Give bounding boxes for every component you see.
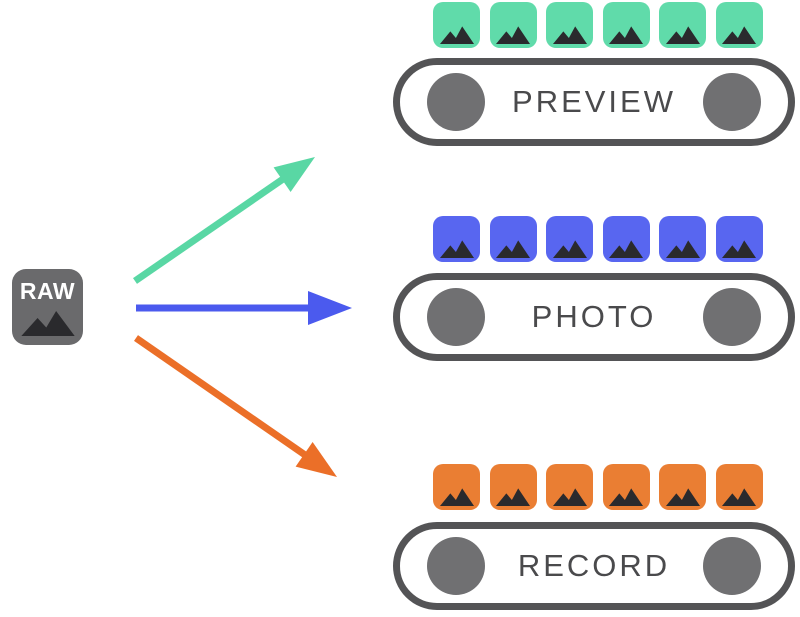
mountain-icon	[20, 311, 75, 336]
record-label: RECORD	[517, 548, 671, 583]
mountain-icon	[665, 488, 700, 506]
mountain-icon	[665, 26, 700, 44]
mountain-icon	[552, 240, 587, 258]
mountain-icon	[552, 26, 587, 44]
frame-icon	[546, 464, 594, 510]
pill-circle-left	[427, 73, 485, 131]
frame-icon	[489, 464, 537, 510]
frame-icon	[489, 216, 537, 262]
photo-frame-row	[433, 216, 763, 262]
mountain-icon	[665, 240, 700, 258]
frame-icon	[546, 216, 594, 262]
frame-icon	[715, 2, 763, 48]
mountain-icon	[439, 488, 474, 506]
preview-pill: PREVIEW	[393, 58, 795, 146]
frame-icon	[433, 464, 480, 510]
frame-icon	[602, 464, 650, 510]
mountain-icon	[722, 26, 757, 44]
frame-icon	[433, 2, 480, 48]
mountain-icon	[722, 488, 757, 506]
mountain-icon	[496, 488, 531, 506]
frame-icon	[715, 464, 763, 510]
arrow-to-photo-icon	[136, 291, 352, 325]
mountain-icon	[496, 240, 531, 258]
frame-icon	[659, 464, 707, 510]
photo-label: PHOTO	[531, 299, 657, 334]
frame-icon	[433, 216, 480, 262]
mountain-icon	[609, 26, 644, 44]
mountain-icon	[609, 240, 644, 258]
arrow-to-record-icon	[134, 335, 337, 477]
preview-frame-row	[433, 2, 763, 48]
frame-icon	[546, 2, 594, 48]
pill-circle-left	[427, 537, 485, 595]
record-frame-row	[433, 464, 763, 510]
frame-icon	[659, 2, 707, 48]
pill-circle-right	[702, 288, 761, 346]
frame-icon	[659, 216, 707, 262]
mountain-icon	[552, 488, 587, 506]
frame-icon	[489, 2, 537, 48]
raw-source-node: RAW	[12, 269, 83, 345]
mountain-icon	[496, 26, 531, 44]
mountain-icon	[439, 240, 474, 258]
preview-label: PREVIEW	[512, 84, 676, 119]
mountain-icon	[439, 26, 474, 44]
pill-circle-right	[703, 537, 761, 595]
pill-circle-left	[427, 288, 485, 346]
photo-pill: PHOTO	[393, 273, 795, 361]
raw-label: RAW	[19, 278, 76, 304]
arrow-to-preview-icon	[133, 157, 315, 284]
frame-icon	[602, 2, 650, 48]
mountain-icon	[722, 240, 757, 258]
pill-circle-right	[703, 73, 761, 131]
mountain-icon	[609, 488, 644, 506]
record-pill: RECORD	[393, 522, 795, 610]
frame-icon	[715, 216, 763, 262]
frame-icon	[602, 216, 650, 262]
